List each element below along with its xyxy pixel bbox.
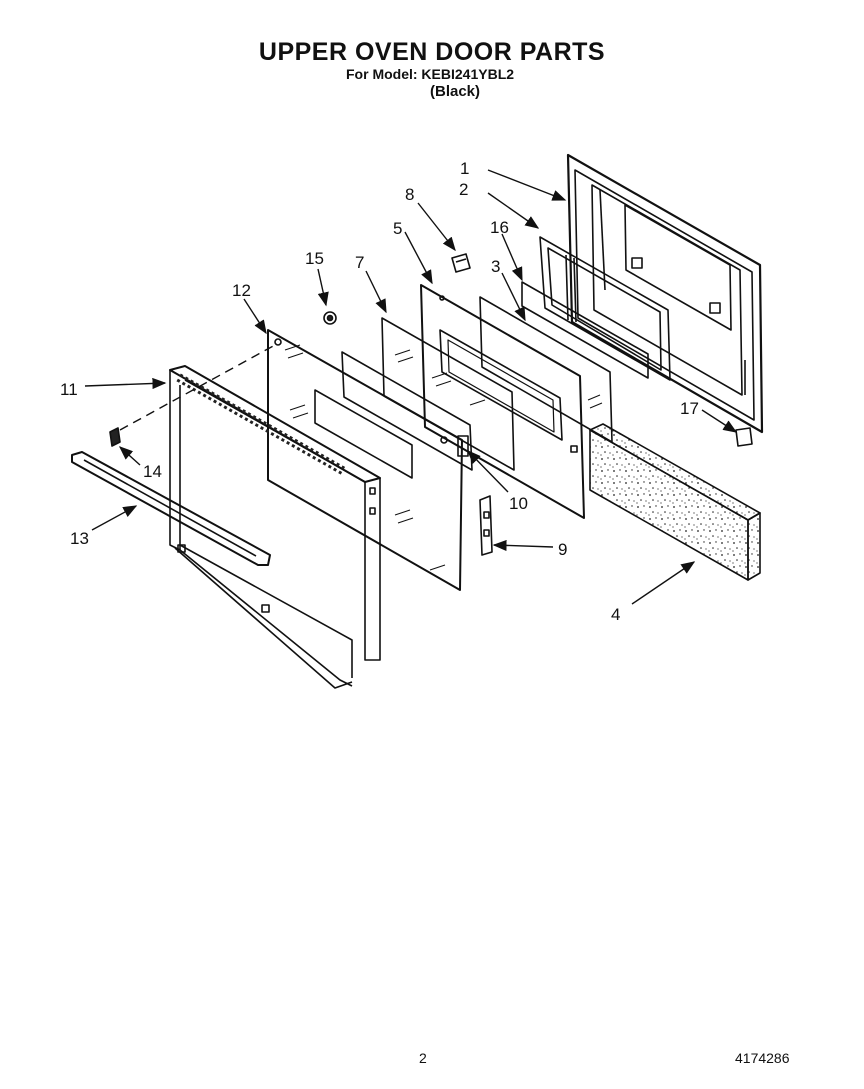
- callout-8: 8: [405, 185, 414, 204]
- part-7-window-glass: [381, 317, 515, 471]
- callout-16: 16: [490, 218, 509, 237]
- color-variant: (Black): [430, 83, 481, 100]
- callout-14: 14: [143, 462, 162, 481]
- callout-2: 2: [459, 180, 468, 199]
- part-9-hinge-receiver: [479, 495, 493, 556]
- part-17-clip: [735, 427, 753, 447]
- document-number: 4174286: [735, 1050, 790, 1066]
- model-line: For Model: KEBI241YBL2: [346, 66, 515, 82]
- callout-12: 12: [232, 281, 251, 300]
- part-1-inner-door-panel: [566, 153, 764, 434]
- callout-17: 17: [680, 399, 699, 418]
- part-8-bracket: [451, 253, 471, 273]
- callout-1: 1: [460, 159, 469, 178]
- callout-labels: 1 2 3 4 5 7 8 9 10 11 12 13 14 15 16 17: [60, 159, 699, 624]
- page-number: 2: [419, 1050, 427, 1066]
- part-15-bumper: [323, 311, 337, 325]
- part-10-spacer: [341, 351, 473, 471]
- callout-11: 11: [60, 380, 78, 399]
- part-11-door-frame: [169, 365, 381, 689]
- callout-4: 4: [611, 605, 620, 624]
- leader-lines: [84, 169, 738, 605]
- part-13-door-handle: [71, 451, 271, 566]
- part-14-clip: [109, 427, 121, 447]
- callout-10: 10: [509, 494, 528, 513]
- part-2-door-gasket: [539, 236, 671, 381]
- callout-3: 3: [491, 257, 500, 276]
- callout-15: 15: [305, 249, 324, 268]
- callout-13: 13: [70, 529, 89, 548]
- callout-9: 9: [558, 540, 567, 559]
- part-5-door-liner: [420, 284, 585, 519]
- page-title: UPPER OVEN DOOR PARTS: [258, 38, 606, 66]
- part-16-inner-glass: [521, 281, 649, 379]
- part-4-insulation: [589, 423, 761, 581]
- callout-5: 5: [393, 219, 402, 238]
- callout-7: 7: [355, 253, 364, 272]
